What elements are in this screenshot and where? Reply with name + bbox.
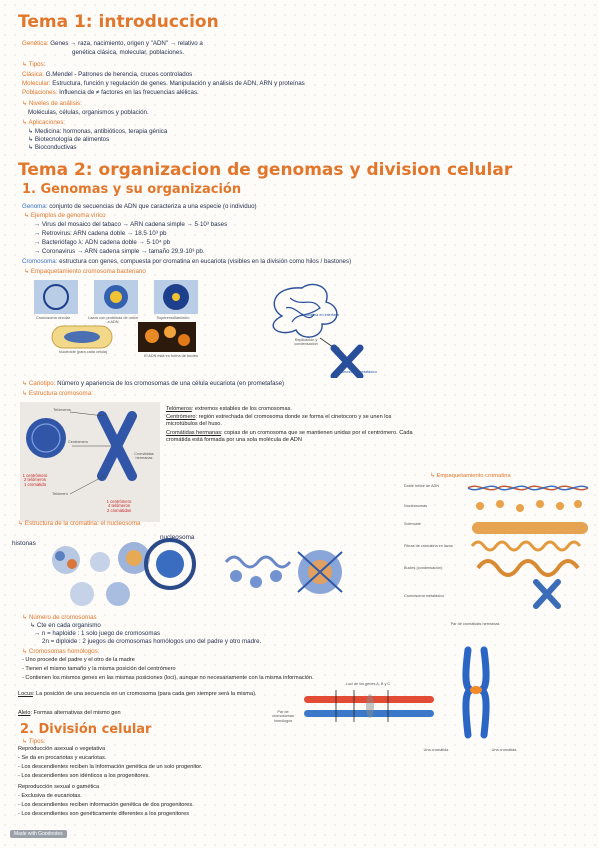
empaq-step: Doble hélice de ADN: [404, 484, 440, 488]
ejemplo-item: → Coronavirus → ARN cadena simple → tama…: [34, 248, 205, 255]
tipos2-item: - Los descendientes son idénticos a los …: [18, 773, 150, 779]
molecular-line: Molecular: Estructura, función y regulac…: [22, 80, 305, 87]
replicacion-label: Replicación y condensación: [294, 338, 318, 347]
niveles-label: ↳ Niveles de análisis:: [22, 100, 82, 107]
sister-chromatids-figure: [436, 630, 516, 745]
empaquetamiento-bacteriano-label: ↳ Empaquetamiento cromosoma bacteriano: [24, 268, 146, 275]
nucleosoma-label: nucleosoma: [160, 534, 195, 541]
alelo-definition: Alelo: Formas alternativas del mismo gen: [18, 710, 121, 716]
numero-item: ↳ Cte en cada organismo: [30, 622, 101, 629]
cromosoma-metafasico-label: Cromosoma metafásico: [336, 370, 378, 374]
empaq-cromatina-label: ↳ Empaquetamiento cromatina: [430, 473, 511, 479]
par-homologos-label: Par de cromosomas homólogos: [272, 710, 294, 723]
bact-caption: Cromosoma circular: [36, 316, 70, 320]
aplicacion-item: ↳ Bioconductivas: [28, 144, 77, 151]
numero-item: 2n = diploide : 2 juegos de cromosomas h…: [42, 638, 262, 645]
tipos2-item: - Los descendientes reciben la informaci…: [18, 764, 203, 770]
cromatidas-definition: Cromátidas hermanas: copias de un cromos…: [166, 430, 413, 444]
cromosoma-definition: Cromosoma: estructura con genes, compues…: [22, 258, 352, 265]
numero-cromosomas-label: ↳ Número de cromosomas: [22, 614, 97, 621]
chromatin-packing-figure: [408, 480, 594, 610]
ejemplo-item: → Retrovirus: ARN cadena doble → 18.5·10…: [34, 230, 167, 237]
locus-definition: Locus: La posición de una secuencia en u…: [18, 691, 257, 697]
empaq-step: Nucleosomas: [404, 504, 428, 508]
nucleosome-figure: [30, 532, 400, 612]
genoma-definition: Genoma: conjunto de secuencias de ADN qu…: [22, 203, 257, 210]
una-cromatida-right: Una cromátida: [491, 748, 517, 752]
cromatidas-label: Cromátidas hermanas: [134, 452, 154, 461]
tipos2-item: Reproducción sexual o gamética: [18, 784, 100, 790]
genetica-definition-2: genética clásica, molecular, poblaciones…: [72, 49, 185, 56]
homologos-item: - Contienen los mismos genes en las mism…: [22, 675, 314, 681]
aplicacion-item: ↳ Biotecnología de alimentos: [28, 136, 110, 143]
homologos-item: - Uno procede del padre y el otro de la …: [22, 657, 135, 663]
genetica-definition: Genética: Genes → raza, nacimiento, orig…: [22, 40, 203, 47]
tema1-title: Tema 1: introduccion: [18, 12, 219, 32]
centromero-label: Centrómero: [67, 440, 89, 444]
bact-caption: Lazos con proteínas de unión a ADN: [88, 316, 138, 325]
cariotipo-definition: ↳ Cariotipo: Número y apariencia de los …: [22, 380, 285, 387]
ejemplos-label: ↳ Ejemplos de genoma vírico: [24, 212, 106, 219]
par-cromatidas-label: Par de cromátidas hermanas: [450, 622, 500, 626]
aplicacion-item: ↳ Medicina: hormonas, antibióticos, tera…: [28, 128, 168, 135]
histonas-label: histonas: [12, 540, 36, 547]
tipos2-item: - Exclusiva de eucariotas.: [18, 793, 82, 799]
telomeros-label: Telómeros: [53, 408, 71, 412]
tipos2-item: Reproducción asexual o vegetativa: [18, 746, 106, 752]
loci-label: Loci de los genes A, B y C: [345, 682, 391, 686]
poblaciones-line: Poblaciones: Influencia de ≠ factores en…: [22, 89, 199, 96]
tipos2-label: ↳ Tipos:: [22, 738, 46, 745]
tipos2-item: - Los descendientes reciben información …: [18, 802, 194, 808]
chromosome-structure-figure: [20, 402, 160, 522]
empaq-step: Fibras de cromatina en lazos: [404, 544, 453, 548]
niveles-text: Moléculas, células, organismos y poblaci…: [28, 109, 149, 116]
empaq-step: Bucles (condensación): [404, 566, 443, 570]
tipos2-item: - Los descendientes son genéticamente di…: [18, 811, 190, 817]
tipos-label: ↳ Tipos:: [22, 61, 46, 68]
ejemplo-item: → Bacteriófago λ: ADN cadena doble → 5·1…: [34, 239, 171, 246]
goodnotes-badge: Made with Goodnotes: [10, 830, 67, 838]
section-genomas-heading: 1. Genomas y su organización: [22, 182, 242, 197]
bact-caption: Nucleoide (para cada célula): [58, 350, 108, 354]
bact-caption: El ADN está en forma de bucles: [144, 354, 198, 358]
homologous-pair-figure: [284, 682, 444, 742]
una-cromatida-left: Una cromátida: [423, 748, 449, 752]
centromero-definition: Centrómero: región estrechada del cromos…: [166, 414, 392, 428]
estructura-nucleosoma-label: ↳ Estructura de la cromatina: el nucleos…: [18, 520, 141, 527]
empaq-step: Cromosoma metafásico: [404, 594, 445, 598]
homologos-item: - Tienen el mismo tamaño y la misma posi…: [22, 666, 176, 672]
estructura-cromosoma-label: ↳ Estructura cromosoma:: [22, 390, 93, 397]
chromatin-condensation-figure: [262, 278, 382, 378]
empaq-step: Solenoide: [404, 522, 421, 526]
aplicaciones-label: ↳ Aplicaciones:: [22, 119, 66, 126]
cromatina-interfase-label: Cromatina en interfase: [300, 313, 340, 317]
clasica-line: Clásica: G.Mendel - Patrones de herencia…: [22, 71, 193, 78]
bact-caption: Superenrollamiento: [156, 316, 190, 320]
ejemplo-item: → Virus del mosaico del tabaco → ARN cad…: [34, 221, 228, 228]
bacterial-packing-figure: [28, 278, 218, 366]
section-division-heading: 2. División celular: [20, 722, 152, 737]
telomero-label: Telómero: [52, 492, 68, 496]
tema2-title: Tema 2: organizacion de genomas y divisi…: [18, 160, 513, 180]
numero-item: → n = haploide : 1 solo juego de cromoso…: [34, 630, 161, 637]
homologos-label: ↳ Cromosomas homólogos:: [22, 648, 100, 655]
telomeros-definition: Telómeros: extremos estables de los crom…: [166, 406, 292, 412]
tipos2-item: - Se da en procariotas y eucariotas.: [18, 755, 107, 761]
